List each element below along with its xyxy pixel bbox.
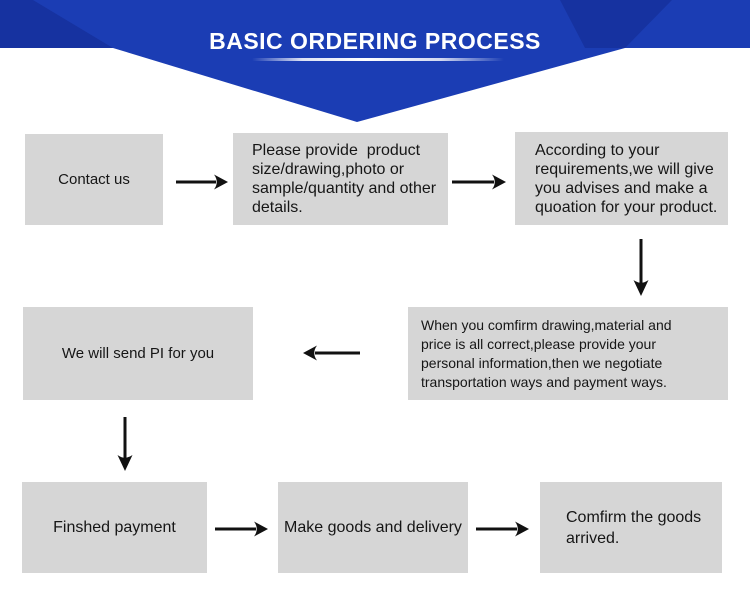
step-label: Comfirm the goods arrived. — [566, 508, 702, 547]
title-underline — [252, 58, 504, 61]
page-title: BASIC ORDERING PROCESS — [209, 28, 541, 54]
step-label: Contact us — [58, 171, 130, 188]
banner-chevron-shape — [0, 0, 750, 122]
arrow-left-icon — [303, 345, 360, 361]
step-box-contact-us: Contact us — [25, 134, 163, 225]
step-label: Make goods and delivery — [284, 518, 462, 536]
arrow-right-icon — [176, 174, 228, 190]
arrow-down-icon — [633, 239, 649, 296]
arrow-right-icon — [215, 521, 268, 537]
step-box-confirm-arrival: Comfirm the goods arrived. — [540, 482, 722, 573]
step-box-provide-details: Please provide product size/drawing,phot… — [233, 133, 448, 225]
arrow-right-icon — [452, 174, 506, 190]
step-box-make-goods: Make goods and delivery — [278, 482, 468, 573]
banner: BASIC ORDERING PROCESS — [0, 0, 750, 130]
step-label: We will send PI for you — [61, 345, 215, 362]
step-box-send-pi: We will send PI for you — [23, 307, 253, 400]
step-box-confirm-order: When you comfirm drawing,material and pr… — [408, 307, 728, 400]
step-box-finished-payment: Finshed payment — [22, 482, 207, 573]
step-label: According to your requirements,we will g… — [535, 141, 718, 216]
step-label: Finshed payment — [53, 518, 176, 536]
step-label: Please provide product size/drawing,phot… — [252, 142, 437, 216]
step-label: When you comfirm drawing,material and pr… — [421, 316, 672, 390]
arrow-right-icon — [476, 521, 529, 537]
step-box-quotation: According to your requirements,we will g… — [515, 132, 728, 225]
arrow-down-icon — [117, 417, 133, 471]
